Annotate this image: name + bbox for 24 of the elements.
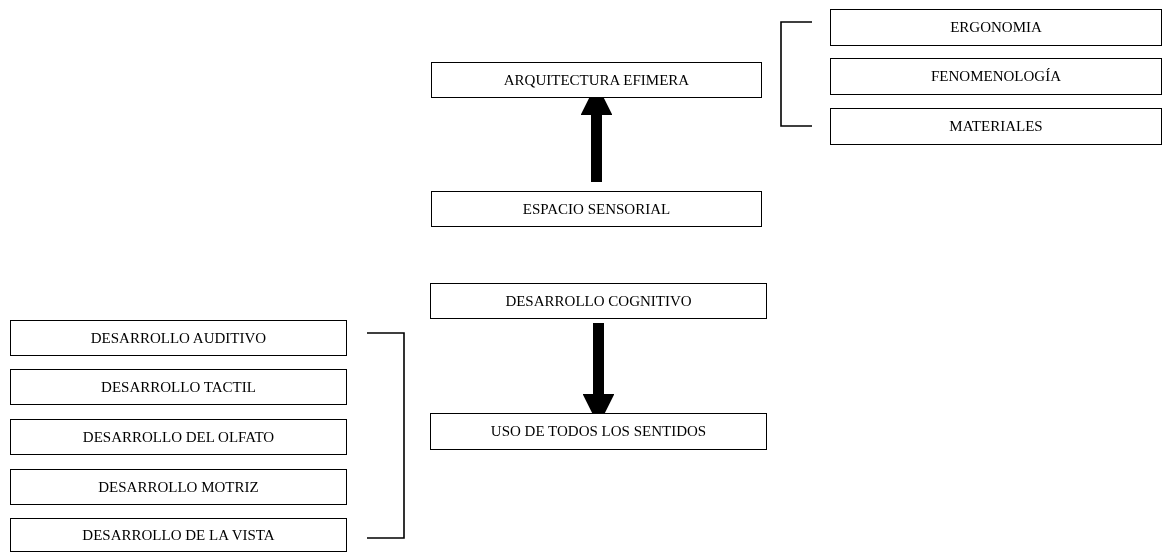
text-box <box>10 320 347 356</box>
text-box <box>431 62 762 98</box>
box-label: DESARROLLO DE LA VISTA <box>82 526 275 544</box>
text-box <box>830 9 1162 46</box>
box-label: ERGONOMIA <box>950 19 1042 36</box>
box-label: MATERIALES <box>949 118 1043 135</box>
box-label: ARQUITECTURA EFIMERA <box>503 71 690 89</box>
text-box <box>10 469 347 505</box>
text-box <box>830 108 1162 145</box>
box-label: DESARROLLO MOTRIZ <box>98 478 259 496</box>
box-label: FENOMENOLOGÍA <box>931 68 1061 85</box>
box-label: USO DE TODOS LOS SENTIDOS <box>490 423 707 440</box>
box-label: DESARROLLO TACTIL <box>101 378 256 396</box>
box-label: DESARROLLO DEL OLFATO <box>82 428 275 446</box>
text-box <box>431 191 762 227</box>
text-box <box>10 369 347 405</box>
box-label: DESARROLLO AUDITIVO <box>90 329 267 347</box>
text-box <box>430 283 767 319</box>
text-box <box>430 413 767 450</box>
text-box <box>10 518 347 552</box>
text-box <box>10 419 347 455</box>
text-box <box>830 58 1162 95</box>
box-label: ESPACIO SENSORIAL <box>522 200 671 218</box>
box-label: DESARROLLO COGNITIVO <box>505 292 692 310</box>
